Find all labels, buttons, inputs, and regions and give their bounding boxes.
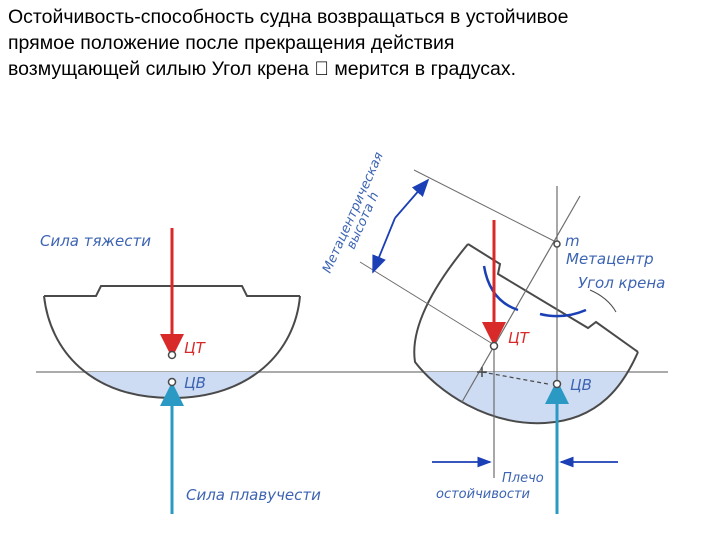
cb-label-left: ЦВ [184,374,206,392]
heel-angle-label: Угол крена [578,274,665,292]
title-line-1: Остойчивость-способность судна возвращат… [8,6,569,28]
dim-ext-line-top [413,169,561,245]
title-line-3: возмущающей силыю Угол крена  мерится в… [8,58,516,80]
metacentric-height-arrow-back [372,217,396,274]
submerged-volume-left [44,372,300,398]
cb-point-right [552,379,562,389]
metacenter-point [553,240,561,248]
hull-right [413,243,639,425]
cg-label-right: ЦТ [508,329,531,347]
upright-ship: Сила тяжести ЦТ ЦВ Сила плавучести [40,228,321,514]
ship-axis-tilted [461,195,581,403]
metacenter-label: Метацентр [566,250,654,268]
cg-label-left: ЦТ [184,339,207,357]
title-line-2: прямое положение после прекращения дейст… [8,32,455,54]
gravity-label: Сила тяжести [40,232,151,250]
stability-arm-label-2: остойчивости [436,487,530,502]
old-cb-point [477,367,487,377]
heel-angle-pointer [589,289,617,313]
m-point-label: m [565,232,580,250]
metacentric-height-arrow [394,178,430,219]
cb-label-right: ЦВ [570,376,592,394]
cb-point-left [167,377,177,387]
metacentric-height-label-1: Метацентрическая [320,150,387,276]
heeled-ship: Метацентрическая высота h m Метацентр Уг… [320,150,665,514]
buoyancy-label: Сила плавучести [186,486,321,504]
heel-angle-arc-2 [539,308,587,318]
stability-arm-label-1: Плечо [502,471,544,486]
cg-point-left [167,350,177,360]
heel-angle-arc-1 [482,265,519,312]
dim-ext-line-bottom [359,261,497,347]
slide-title: Остойчивость-способность судна возвращат… [8,4,716,82]
cg-point-right [489,341,499,351]
